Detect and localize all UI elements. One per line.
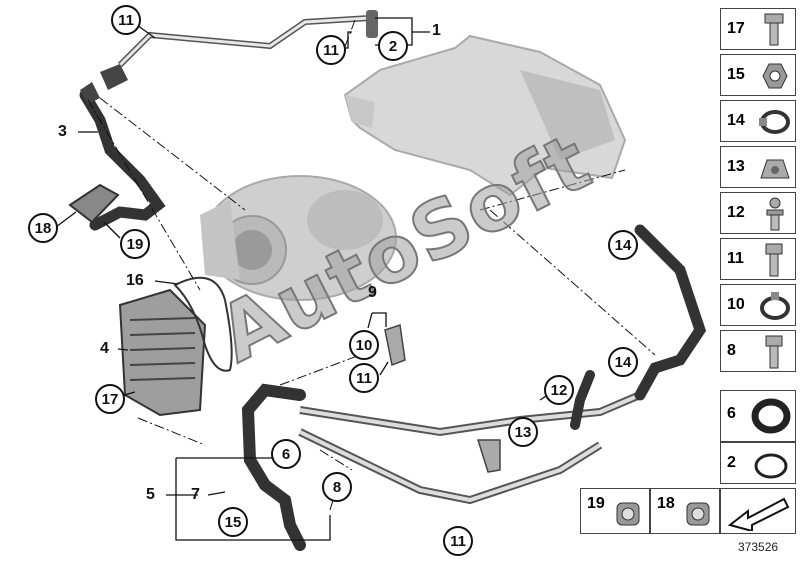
parts-panel-18: 18 <box>650 488 720 534</box>
callout-1: 1 <box>432 22 441 39</box>
hex-nut-icon <box>762 63 788 89</box>
hose-clamp-icon <box>759 110 790 134</box>
callout-7: 7 <box>191 486 200 503</box>
callout-11-mid: 11 <box>316 35 346 65</box>
callout-2: 2 <box>378 31 408 61</box>
callout-3: 3 <box>58 123 67 140</box>
bracket <box>384 324 406 367</box>
parts-panel-11: 11 <box>720 238 796 280</box>
quick-connector <box>68 183 120 224</box>
callout-18: 18 <box>28 213 58 243</box>
parts-panel-8: 8 <box>720 330 796 372</box>
parts-panel-label: 17 <box>727 20 745 37</box>
coolant-hose-3 <box>79 89 166 231</box>
leader-lines <box>55 17 553 541</box>
connector-icon <box>686 502 710 526</box>
bolt-icon <box>765 335 783 369</box>
callout-13: 13 <box>508 417 538 447</box>
callout-11-top: 11 <box>111 5 141 35</box>
parts-panel-17: 17 <box>720 8 796 50</box>
gasket-ring <box>173 276 233 372</box>
parts-panel-label: 6 <box>727 405 736 422</box>
callout-14-lower: 14 <box>608 347 638 377</box>
parts-panel-12: 12 <box>720 192 796 234</box>
document-id: 373526 <box>738 540 779 554</box>
parts-panel-15: 15 <box>720 54 796 96</box>
parts-panel-label: 15 <box>727 66 745 83</box>
parts-panel-label: 19 <box>587 495 605 512</box>
callout-16: 16 <box>126 272 144 289</box>
parts-panel-label: 18 <box>657 495 675 512</box>
parts-panel-14: 14 <box>720 100 796 142</box>
hex-bolt-icon <box>765 243 783 277</box>
callout-15: 15 <box>218 507 248 537</box>
parts-panel-label: 2 <box>727 454 736 471</box>
callout-5: 5 <box>146 486 155 503</box>
parts-panel-label: 13 <box>727 158 745 175</box>
screw-flange-icon <box>764 13 784 46</box>
parts-panel-2: 2 <box>720 442 796 484</box>
callout-11-bottom: 11 <box>443 526 473 556</box>
turbocharger-shape <box>200 175 397 301</box>
parts-panel-label: 10 <box>727 296 745 313</box>
clip-nut-icon <box>760 159 790 179</box>
coolant-hose-assembly <box>241 383 306 551</box>
spring-clamp-icon <box>760 292 790 320</box>
callout-9: 9 <box>368 284 377 301</box>
arrow-icon <box>727 497 790 531</box>
pipe-end-fitting <box>366 10 378 38</box>
callout-12: 12 <box>544 375 574 405</box>
callout-17: 17 <box>95 384 125 414</box>
callout-10: 10 <box>349 330 379 360</box>
callout-8: 8 <box>322 472 352 502</box>
parts-panel-label: 11 <box>727 250 744 267</box>
bracket-13 <box>476 439 501 473</box>
o-ring-icon <box>754 453 788 479</box>
callout-11-center: 11 <box>349 363 379 393</box>
dash-dot-lines <box>87 19 656 511</box>
parts-panel-6: 6 <box>720 390 796 442</box>
coolant-hose-12 <box>570 370 595 430</box>
parts-panel-19: 19 <box>580 488 650 534</box>
parts-panel-10: 10 <box>720 284 796 326</box>
direction-arrow-panel <box>720 488 796 534</box>
sealing-ring-icon <box>751 398 791 434</box>
callout-4: 4 <box>100 340 109 357</box>
callout-19: 19 <box>120 229 150 259</box>
parts-panel-label: 8 <box>727 342 736 359</box>
stud-bolt-icon <box>766 197 784 231</box>
parts-panel-label: 12 <box>727 204 745 221</box>
callout-14-upper: 14 <box>608 230 638 260</box>
parts-panel-13: 13 <box>720 146 796 188</box>
callout-6: 6 <box>271 439 301 469</box>
intercooler-shape <box>343 34 627 197</box>
coolant-hose-14 <box>634 224 707 401</box>
parts-panel-label: 14 <box>727 112 745 129</box>
connector-icon <box>616 502 640 526</box>
